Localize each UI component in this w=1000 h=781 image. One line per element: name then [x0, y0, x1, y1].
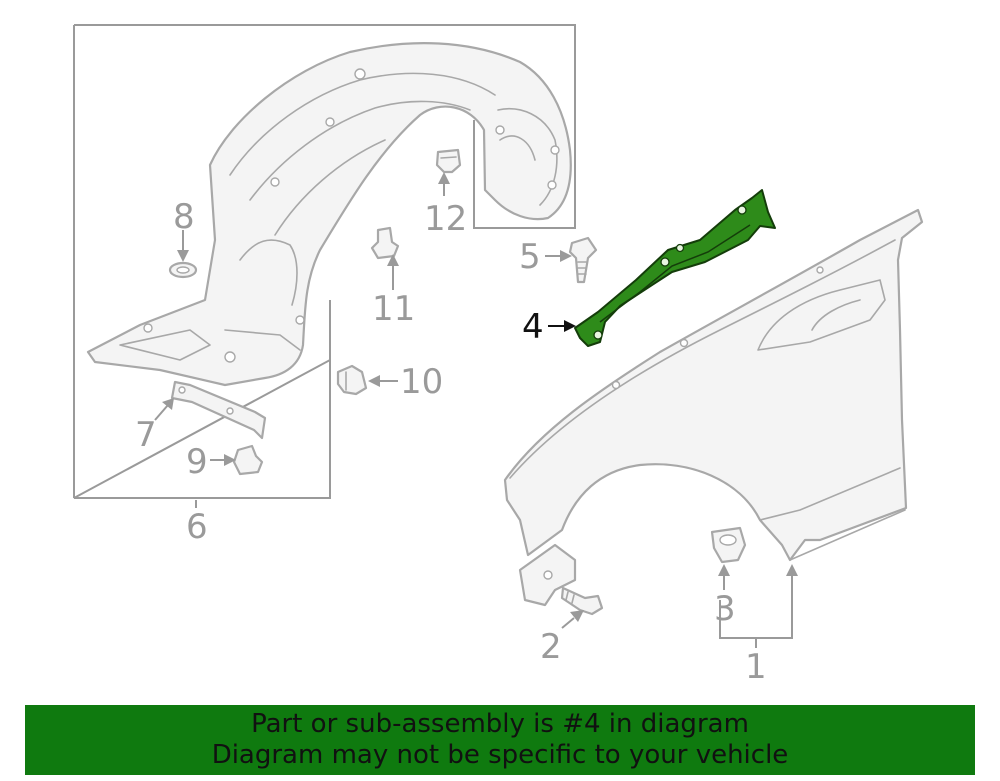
clip-11-drawing [370, 226, 400, 260]
callout-10: 10 [400, 362, 443, 402]
callout-2: 2 [540, 627, 562, 667]
clip-12-drawing [435, 148, 462, 174]
callout-6: 6 [186, 507, 208, 547]
callout-3: 3 [714, 589, 736, 629]
callout-9: 9 [186, 442, 208, 482]
callout-11: 11 [372, 289, 415, 329]
callout-5: 5 [519, 237, 541, 277]
bolt-2-drawing [560, 586, 604, 616]
banner-line-2: Diagram may not be specific to your vehi… [211, 740, 789, 770]
liner-group-box [73, 24, 576, 499]
clip-10-drawing [336, 364, 368, 396]
bracket-4-highlighted[interactable] [574, 189, 776, 347]
parts-diagram: 8 11 12 5 10 7 9 6 4 2 3 1 [73, 24, 924, 687]
callout-4[interactable]: 4 [522, 307, 544, 347]
callout-12: 12 [424, 199, 467, 239]
callout-1: 1 [745, 647, 767, 687]
callout-7: 7 [135, 415, 157, 455]
bolt-5-drawing [568, 236, 598, 284]
clip-3-drawing [710, 526, 747, 564]
bracket-7-drawing [170, 380, 267, 440]
info-banner: Part or sub-assembly is #4 in diagram Di… [25, 705, 975, 775]
callout-8: 8 [173, 197, 195, 237]
bolt-9-drawing [232, 444, 264, 476]
fender-liner-drawing [86, 42, 572, 387]
banner-line-1: Part or sub-assembly is #4 in diagram [251, 709, 749, 739]
fender-1-drawing [503, 208, 924, 607]
